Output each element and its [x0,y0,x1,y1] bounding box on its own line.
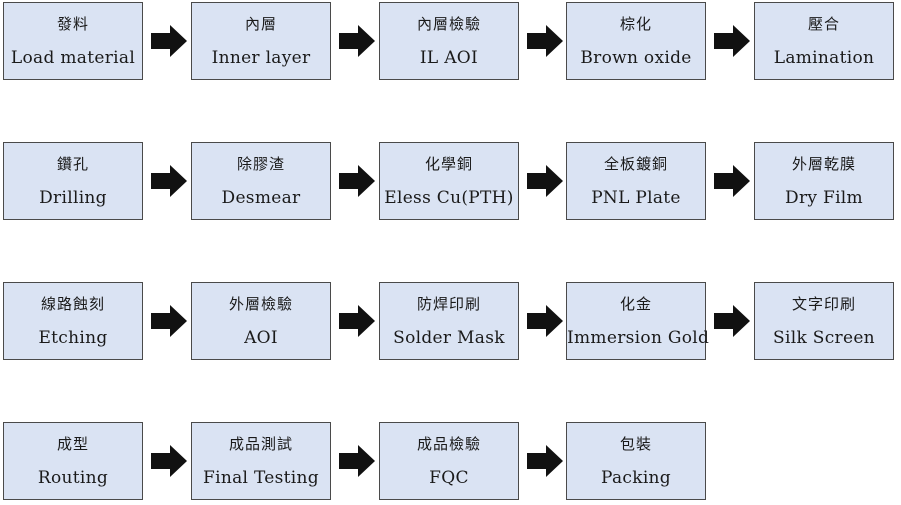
step-label-english: Final Testing [203,468,319,488]
step-label-chinese: 內層檢驗 [416,15,481,33]
process-step: 成品測試 Final Testing [191,422,331,500]
step-label-chinese: 化學銅 [424,155,473,173]
process-step: 防焊印刷 Solder Mask [379,282,519,360]
flow-arrow-icon [526,164,564,198]
step-label-chinese: 棕化 [619,15,652,33]
step-label-english: Lamination [773,48,875,68]
step-label-english: Immersion Gold [567,328,710,348]
process-step: 化學銅 Eless Cu(PTH) [379,142,519,220]
process-step: 發料 Load material [3,2,143,80]
step-label-english: Inner layer [211,48,311,68]
flow-arrow-icon [526,24,564,58]
process-step: 包裝 Packing [566,422,706,500]
step-label-english: Dry Film [785,188,863,208]
step-label-chinese: 化金 [619,295,652,313]
flow-arrow-icon [713,164,751,198]
process-step: 棕化 Brown oxide [566,2,706,80]
step-label-english: Routing [37,468,109,488]
step-label-chinese: 文字印刷 [791,295,856,313]
step-label-english: Desmear [221,188,301,208]
step-label-chinese: 內層 [244,15,277,33]
process-step: 文字印刷 Silk Screen [754,282,894,360]
flow-arrow-icon [338,444,376,478]
step-label-english: Eless Cu(PTH) [384,188,514,208]
step-label-chinese: 包裝 [619,435,652,453]
process-step: 內層檢驗 IL AOI [379,2,519,80]
step-label-chinese: 外層檢驗 [228,295,293,313]
process-step: 全板鍍銅 PNL Plate [566,142,706,220]
step-label-english: AOI [244,328,278,348]
step-label-english: PNL Plate [591,188,681,208]
step-label-chinese: 除膠渣 [236,155,285,173]
step-label-english: IL AOI [419,48,479,68]
process-step: 外層乾膜 Dry Film [754,142,894,220]
flow-arrow-icon [713,304,751,338]
flow-arrow-icon [150,444,188,478]
step-label-english: Solder Mask [393,328,505,348]
step-label-english: Load material [10,48,136,68]
process-step: 化金 Immersion Gold [566,282,710,360]
process-step: 成品檢驗 FQC [379,422,519,500]
step-label-english: Etching [38,328,108,348]
step-label-chinese: 線路蝕刻 [40,295,105,313]
process-step: 除膠渣 Desmear [191,142,331,220]
step-label-chinese: 發料 [56,15,89,33]
flow-arrow-icon [338,164,376,198]
step-label-chinese: 外層乾膜 [791,155,856,173]
process-step: 線路蝕刻 Etching [3,282,143,360]
flow-arrow-icon [526,304,564,338]
flow-arrow-icon [150,304,188,338]
step-label-chinese: 壓合 [807,15,840,33]
step-label-english: Silk Screen [773,328,875,348]
process-step: 成型 Routing [3,422,143,500]
process-step: 外層檢驗 AOI [191,282,331,360]
step-label-chinese: 成品檢驗 [416,435,481,453]
step-label-chinese: 成型 [56,435,89,453]
step-label-english: Drilling [39,188,107,208]
flow-arrow-icon [150,24,188,58]
step-label-english: Brown oxide [580,48,692,68]
flow-arrow-icon [338,304,376,338]
step-label-chinese: 全板鍍銅 [603,155,668,173]
flow-arrow-icon [713,24,751,58]
step-label-chinese: 鑽孔 [56,155,89,173]
flow-arrow-icon [526,444,564,478]
flow-arrow-icon [150,164,188,198]
flow-arrow-icon [338,24,376,58]
step-label-chinese: 防焊印刷 [416,295,481,313]
step-label-english: Packing [600,468,671,488]
step-label-english: FQC [429,468,469,488]
step-label-chinese: 成品測試 [228,435,293,453]
process-step: 鑽孔 Drilling [3,142,143,220]
process-step: 內層 Inner layer [191,2,331,80]
process-step: 壓合 Lamination [754,2,894,80]
